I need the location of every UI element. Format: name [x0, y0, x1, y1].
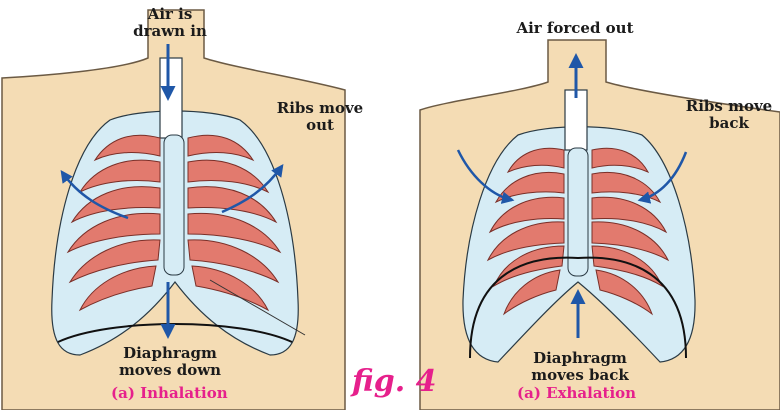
figure-label: fig. 4	[352, 364, 437, 399]
inhalation-trachea	[160, 58, 182, 138]
inhalation-air-label: Air is drawn in	[130, 6, 210, 40]
inhalation-ribs-label: Ribs move out	[270, 100, 370, 134]
exhalation-caption: (a) Exhalation	[517, 384, 636, 402]
exhalation-diaphragm-label: Diaphragm moves back	[520, 350, 640, 384]
exhalation-trachea	[565, 90, 587, 150]
exhalation-ribs-label: Ribs move back	[680, 98, 778, 132]
inhalation-caption: (a) Inhalation	[111, 384, 228, 402]
inhalation-diaphragm-label: Diaphragm moves down	[110, 345, 230, 379]
inhalation-sternum	[164, 135, 184, 275]
exhalation-air-label: Air forced out	[505, 20, 645, 37]
